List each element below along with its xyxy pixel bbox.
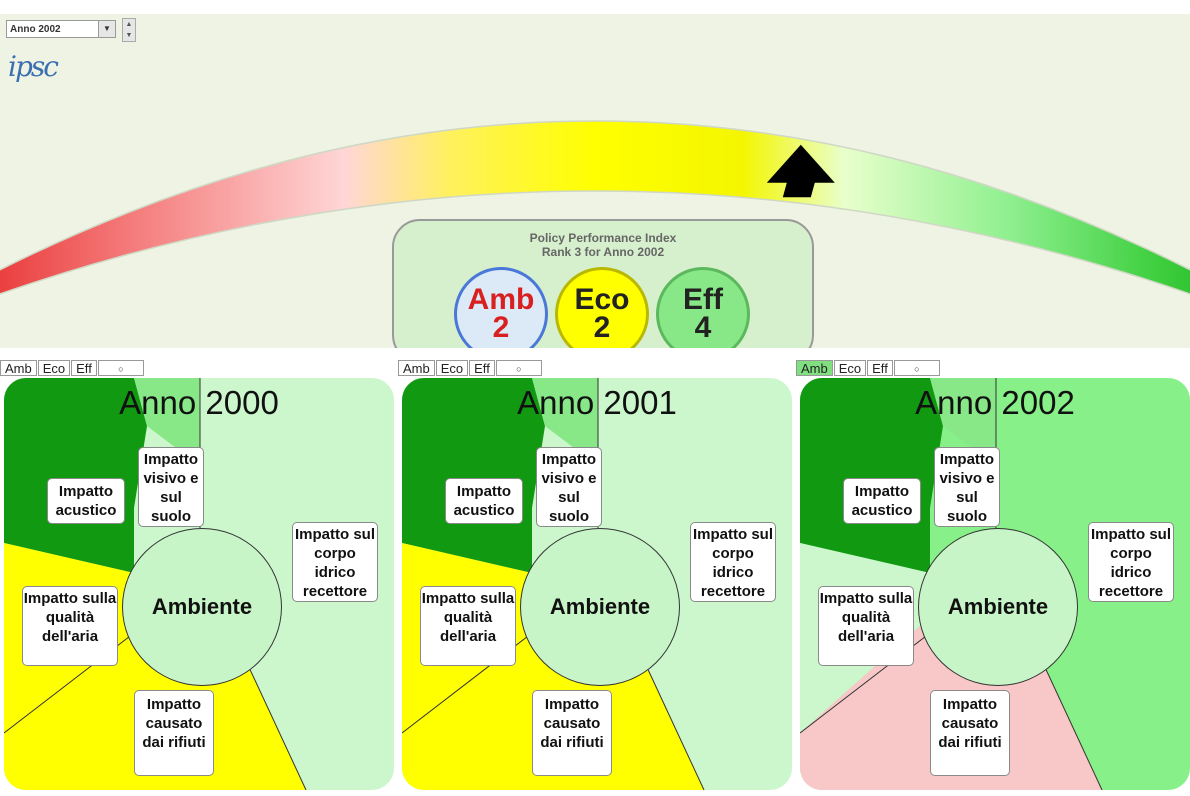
tab-circle[interactable]: ○ bbox=[495, 360, 542, 376]
chevron-down-icon[interactable]: ▼ bbox=[98, 21, 115, 37]
year-spinner[interactable]: ▲▼ bbox=[122, 18, 136, 42]
impact-chart: Anno 2001 Impatto acustico Impatto visiv… bbox=[402, 378, 792, 790]
tab-amb[interactable]: Amb bbox=[398, 360, 435, 376]
badge-eff: Eff 4 bbox=[656, 267, 750, 348]
center-ambiente[interactable]: Ambiente bbox=[918, 528, 1078, 686]
sector-visivo bbox=[134, 378, 200, 466]
performance-box: Policy Performance Index Rank 3 for Anno… bbox=[392, 219, 814, 348]
impact-chart: Anno 2000 Impatto acustico Impatto visiv… bbox=[4, 378, 394, 790]
label-impatto-acustico: Impatto acustico bbox=[445, 478, 523, 524]
center-ambiente[interactable]: Ambiente bbox=[520, 528, 680, 686]
badge-eco-label: Eco bbox=[574, 283, 630, 316]
badge-eff-value: 4 bbox=[694, 311, 712, 344]
panel-year-title: Anno 2000 bbox=[119, 384, 279, 421]
badge-eff-label: Eff bbox=[683, 283, 723, 316]
panel-year-title: Anno 2001 bbox=[517, 384, 677, 421]
ipsc-logo: ipsc bbox=[8, 50, 59, 83]
label-impatto-rifiuti: Impatto causato dai rifiuti bbox=[134, 690, 214, 776]
tab-eff[interactable]: Eff bbox=[469, 360, 495, 376]
tab-amb[interactable]: Amb bbox=[0, 360, 37, 376]
label-impatto-visivo: Impatto visivo e sul suolo bbox=[934, 447, 1000, 527]
gauge-band bbox=[0, 121, 1190, 294]
gauge-pointer-arrow bbox=[766, 144, 835, 198]
sector-acustico bbox=[4, 378, 147, 573]
label-impatto-corpo-idrico: Impatto sul corpo idrico recettore bbox=[1088, 522, 1174, 602]
sector-acustico bbox=[800, 378, 943, 573]
label-impatto-corpo-idrico: Impatto sul corpo idrico recettore bbox=[690, 522, 776, 602]
perf-title: Policy Performance Index bbox=[529, 231, 677, 245]
label-impatto-aria: Impatto sulla qualità dell'aria bbox=[818, 586, 914, 666]
perf-rank: Rank 3 for Anno 2002 bbox=[541, 245, 665, 259]
tab-amb[interactable]: Amb bbox=[796, 360, 833, 376]
label-impatto-aria: Impatto sulla qualità dell'aria bbox=[420, 586, 516, 666]
center-ambiente[interactable]: Ambiente bbox=[122, 528, 282, 686]
sector-visivo bbox=[930, 378, 996, 466]
tab-eff[interactable]: Eff bbox=[867, 360, 893, 376]
label-impatto-rifiuti: Impatto causato dai rifiuti bbox=[532, 690, 612, 776]
tab-circle[interactable]: ○ bbox=[893, 360, 940, 376]
sector-visivo bbox=[532, 378, 598, 466]
label-impatto-aria: Impatto sulla qualità dell'aria bbox=[22, 586, 118, 666]
badge-amb: Amb 2 bbox=[454, 267, 548, 348]
label-impatto-rifiuti: Impatto causato dai rifiuti bbox=[930, 690, 1010, 776]
badge-amb-value: 2 bbox=[492, 311, 510, 344]
year-select-value: Anno 2002 bbox=[10, 24, 61, 35]
panel-year-title: Anno 2002 bbox=[915, 384, 1075, 421]
label-impatto-corpo-idrico: Impatto sul corpo idrico recettore bbox=[292, 522, 378, 602]
tab-eff[interactable]: Eff bbox=[71, 360, 97, 376]
badge-amb-label: Amb bbox=[467, 283, 535, 316]
badge-eco-value: 2 bbox=[593, 311, 611, 344]
gauge-panel: Anno 2002 ▼ ▲▼ ipsc Policy Performance I… bbox=[0, 14, 1190, 348]
label-impatto-visivo: Impatto visivo e sul suolo bbox=[138, 447, 204, 527]
label-impatto-acustico: Impatto acustico bbox=[47, 478, 125, 524]
year-select[interactable]: Anno 2002 ▼ bbox=[6, 20, 116, 38]
sector-acustico bbox=[402, 378, 545, 573]
label-impatto-acustico: Impatto acustico bbox=[843, 478, 921, 524]
label-impatto-visivo: Impatto visivo e sul suolo bbox=[536, 447, 602, 527]
tab-eco[interactable]: Eco bbox=[833, 360, 867, 376]
tab-eco[interactable]: Eco bbox=[435, 360, 469, 376]
gauge-arc bbox=[0, 120, 1190, 295]
tab-eco[interactable]: Eco bbox=[37, 360, 71, 376]
badge-eco: Eco 2 bbox=[555, 267, 649, 348]
impact-chart: Anno 2002 Impatto acustico Impatto visiv… bbox=[800, 378, 1190, 790]
tab-circle[interactable]: ○ bbox=[97, 360, 144, 376]
arrow-up-icon bbox=[766, 144, 835, 198]
